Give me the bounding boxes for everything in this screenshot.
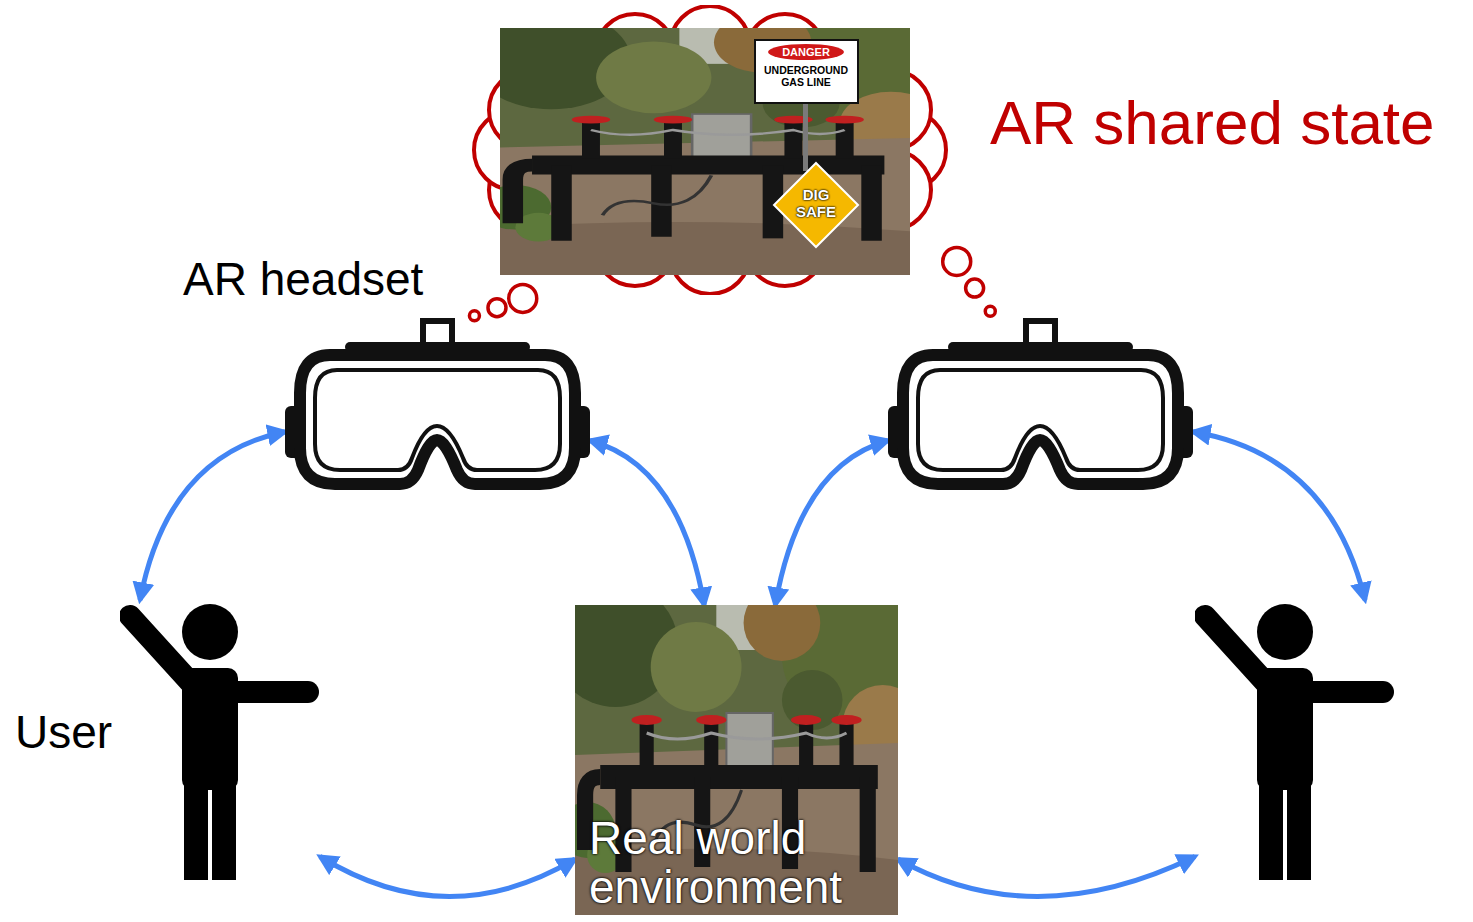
real-world-photo: Real world environment bbox=[575, 605, 898, 915]
ar-headset: AR headset bbox=[285, 318, 590, 493]
ar-headset bbox=[888, 318, 1193, 493]
thought-bubbles bbox=[943, 247, 996, 316]
user-figure bbox=[1195, 600, 1395, 885]
headset-label: AR headset bbox=[183, 252, 423, 306]
interaction-arrow bbox=[320, 857, 575, 897]
ar-headset-art bbox=[285, 318, 590, 493]
sign-text: DIG SAFE bbox=[786, 187, 846, 220]
user-figure: User bbox=[120, 600, 320, 885]
photo-caption: Real world environment bbox=[589, 814, 884, 911]
interaction-arrow bbox=[1193, 432, 1365, 600]
thought-bubble bbox=[488, 299, 506, 317]
thought-bubble bbox=[943, 247, 971, 275]
sign-text: DANGER bbox=[768, 44, 844, 60]
ar-shared-state-cloud-art bbox=[470, 5, 950, 295]
user-figure-art bbox=[120, 600, 320, 885]
user-figure-art bbox=[1195, 600, 1395, 885]
interaction-arrow bbox=[775, 441, 888, 606]
interaction-arrow bbox=[590, 441, 704, 606]
cloud-heading: AR shared state bbox=[990, 87, 1435, 158]
interaction-arrow bbox=[140, 432, 285, 600]
thought-bubble bbox=[469, 311, 479, 321]
thought-bubble bbox=[509, 284, 537, 312]
ar-shared-state-cloud: AR shared state bbox=[470, 5, 950, 295]
sign-text: UNDERGROUND GAS LINE bbox=[760, 64, 852, 88]
thought-bubble bbox=[966, 279, 984, 297]
thought-bubble bbox=[985, 306, 995, 316]
ar-headset-art bbox=[888, 318, 1193, 493]
interaction-arrow bbox=[898, 857, 1195, 897]
thought-bubbles bbox=[469, 284, 536, 320]
user-label: User bbox=[15, 705, 112, 759]
